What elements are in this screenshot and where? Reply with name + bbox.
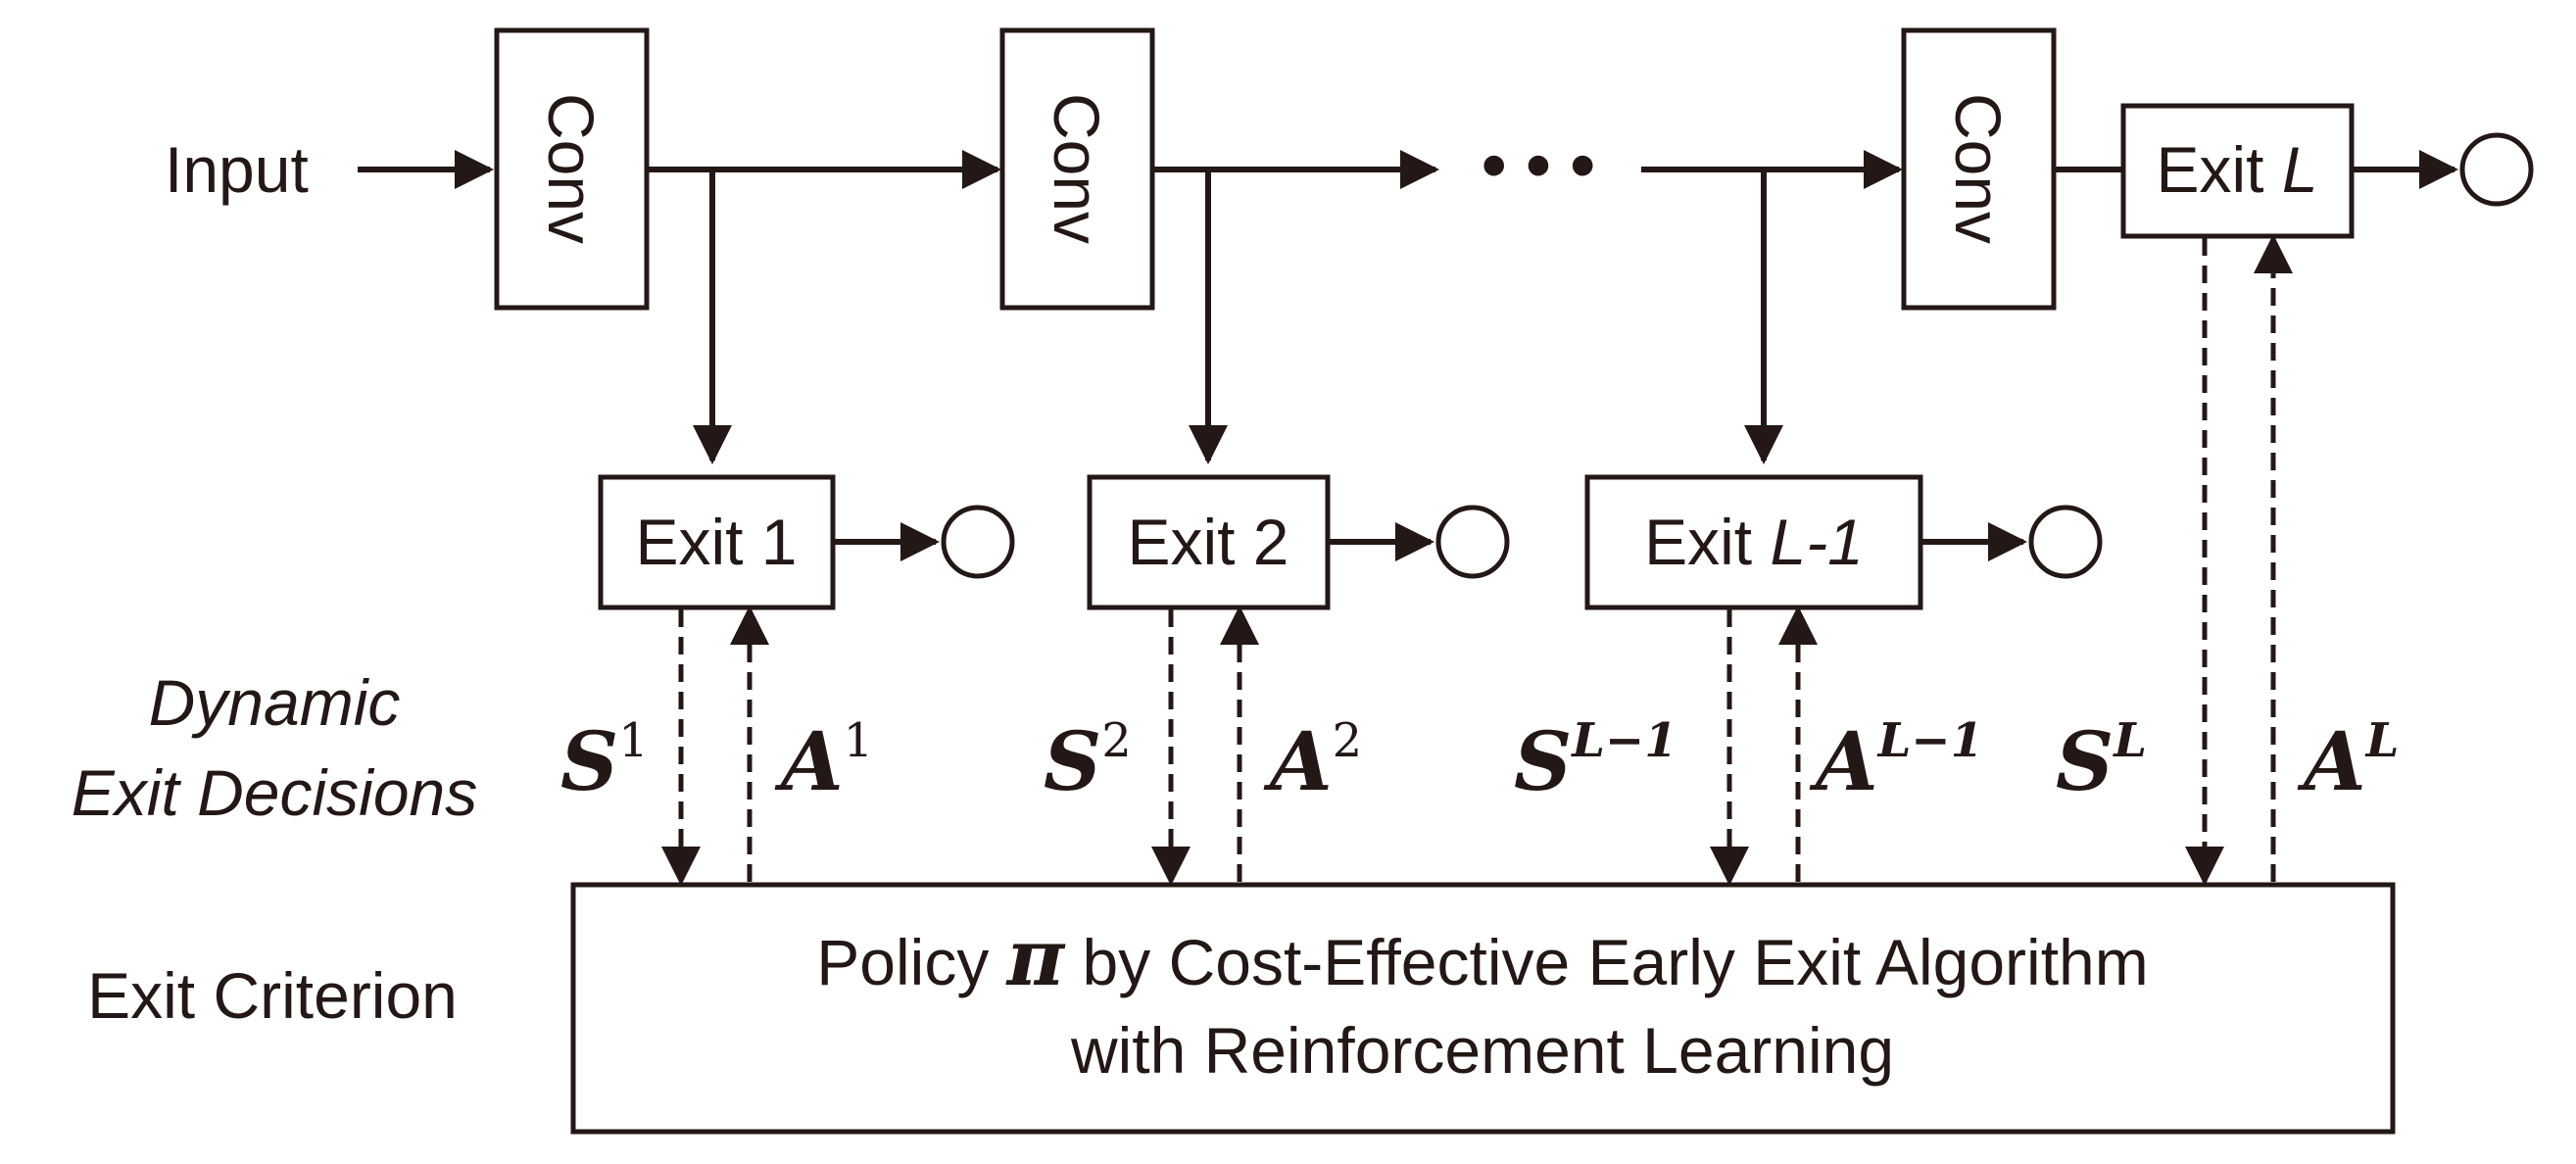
- output-circle-lm1: [2028, 505, 2103, 579]
- alm1-label: AL−1: [1809, 713, 1983, 809]
- exit-l-label: Exit L: [2156, 133, 2317, 206]
- conv-label-2: Conv: [1041, 93, 1113, 244]
- s1-label: S1: [560, 713, 649, 809]
- exit-l-box: [2120, 103, 2355, 239]
- policy-line-2: with Reinforcement Learning: [1070, 1014, 1894, 1087]
- conv-box-2: [999, 27, 1155, 311]
- input-label: Input: [165, 133, 309, 206]
- policy-box: [570, 882, 2396, 1135]
- a1-label: A1: [774, 713, 873, 809]
- exit-criterion-label: Exit Criterion: [87, 959, 458, 1032]
- a2-label: A2: [1263, 713, 1362, 809]
- s2-label: S2: [1044, 713, 1132, 809]
- exit-lm1-box: [1584, 474, 1923, 610]
- conv-box-1: [494, 27, 650, 311]
- conv-label-1: Conv: [535, 93, 608, 244]
- output-circle-1: [941, 505, 1015, 579]
- sl-label: SL: [2056, 713, 2147, 809]
- al-label: AL: [2297, 713, 2399, 809]
- conv-box-l: [1901, 27, 2057, 311]
- conv-label-l: Conv: [1942, 93, 2015, 244]
- exit-1-label: Exit 1: [635, 506, 797, 578]
- policy-line-1: Policy π by Cost-Effective Early Exit Al…: [816, 911, 2148, 1003]
- exit-1-box: [598, 474, 836, 610]
- slm1-label: SL−1: [1514, 713, 1677, 809]
- exit-2-box: [1087, 474, 1331, 610]
- dynamic-exit-decisions-line1: Dynamic: [149, 666, 401, 739]
- output-circle-l: [2459, 132, 2534, 207]
- exit-2-label: Exit 2: [1127, 506, 1288, 578]
- ellipsis-dots: • • •: [1482, 126, 1595, 205]
- exit-lm1-label: Exit L-1: [1644, 506, 1864, 578]
- dynamic-exit-decisions-line2: Exit Decisions: [72, 756, 477, 829]
- output-circle-2: [1435, 505, 1510, 579]
